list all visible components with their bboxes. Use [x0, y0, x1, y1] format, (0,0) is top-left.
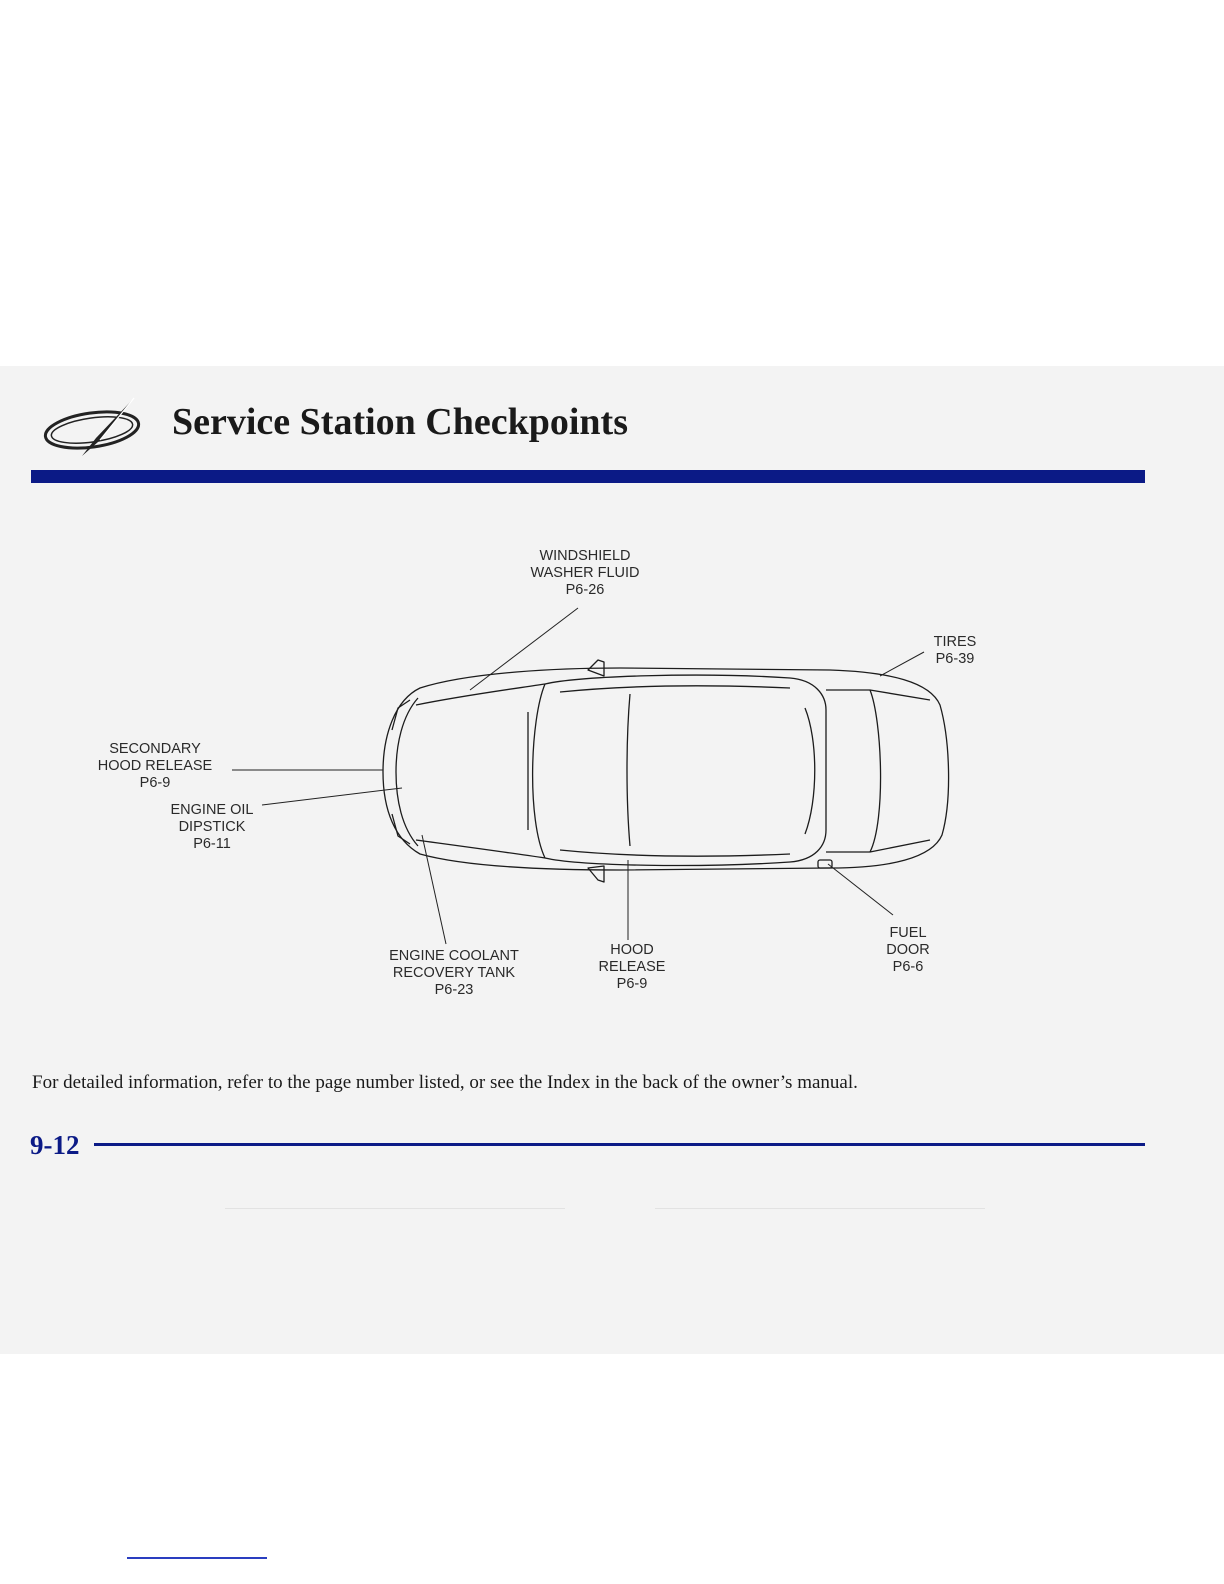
- callout-secondary-hood-release: SECONDARY HOOD RELEASE P6-9: [86, 741, 224, 792]
- callout-line: RELEASE: [598, 959, 666, 975]
- leader-fuel-door: [827, 863, 894, 916]
- roof-top-line: [559, 685, 791, 693]
- callout-page-ref: P6-23: [434, 982, 474, 998]
- callout-page-ref: P6-9: [616, 976, 648, 992]
- leader-engine-coolant-recovery-tank: [421, 834, 447, 945]
- car-body-outline: [382, 667, 950, 871]
- windshield: [531, 683, 546, 859]
- footnote-text: For detailed information, refer to the p…: [32, 1072, 858, 1093]
- callout-engine-coolant-recovery-tank: ENGINE COOLANT RECOVERY TANK P6-23: [376, 948, 532, 999]
- oldsmobile-rocket-emblem-icon: [43, 397, 141, 456]
- callout-line: HOOD: [610, 942, 654, 958]
- leader-tires: [879, 651, 925, 677]
- rear-deck-bottom: [826, 839, 931, 853]
- mirror-top: [587, 659, 605, 677]
- trunk-lid: [869, 689, 882, 853]
- fuel-door-shape: [817, 859, 833, 869]
- callout-line: SECONDARY: [109, 741, 201, 757]
- headlight-left: [391, 699, 411, 731]
- cabin-outline: [544, 674, 827, 867]
- callout-page-ref: P6-9: [139, 775, 171, 791]
- headlight-right: [391, 813, 411, 845]
- callout-line: RECOVERY TANK: [392, 965, 516, 981]
- rear-deck-top: [826, 689, 931, 701]
- front-bumper-line: [395, 697, 419, 847]
- page-background: [0, 366, 1224, 1354]
- callout-line: DIPSTICK: [178, 819, 246, 835]
- faint-divider: [225, 1208, 565, 1209]
- title-rule: [31, 470, 1145, 483]
- callout-engine-oil-dipstick: ENGINE OIL DIPSTICK P6-11: [158, 802, 266, 853]
- roof-front-edge: [626, 693, 631, 847]
- callout-page-ref: P6-11: [193, 836, 231, 852]
- callout-line: ENGINE OIL: [170, 802, 254, 818]
- footer-rule: [94, 1143, 1145, 1146]
- page-title: Service Station Checkpoints: [172, 401, 628, 443]
- callout-line: WINDSHIELD: [539, 548, 631, 564]
- callout-windshield-washer-fluid: WINDSHIELD WASHER FLUID P6-26: [520, 548, 650, 599]
- callout-line: DOOR: [886, 942, 930, 958]
- hood-line-bottom: [415, 839, 546, 859]
- callout-page-ref: P6-26: [565, 582, 605, 598]
- callout-line: TIRES: [933, 634, 977, 650]
- faint-divider: [655, 1208, 985, 1209]
- roof-bottom-line: [559, 849, 791, 857]
- leader-engine-oil-dipstick: [261, 787, 403, 806]
- hood-line-top: [415, 683, 546, 706]
- callout-page-ref: P6-6: [892, 959, 924, 975]
- rear-window: [804, 707, 816, 835]
- bottom-underline-link[interactable]: [127, 1557, 267, 1559]
- callout-hood-release: HOOD RELEASE P6-9: [582, 942, 682, 993]
- callout-tires: TIRES P6-39: [914, 634, 996, 668]
- callout-page-ref: P6-39: [935, 651, 975, 667]
- callout-fuel-door: FUEL DOOR P6-6: [872, 925, 944, 976]
- leader-windshield-washer-fluid: [469, 607, 579, 691]
- mirror-bottom: [587, 865, 605, 883]
- callout-line: WASHER FLUID: [530, 565, 640, 581]
- page-number: 9-12: [30, 1130, 80, 1160]
- callout-line: FUEL: [889, 925, 927, 941]
- callout-line: ENGINE COOLANT: [389, 948, 519, 964]
- callout-line: HOOD RELEASE: [97, 758, 213, 774]
